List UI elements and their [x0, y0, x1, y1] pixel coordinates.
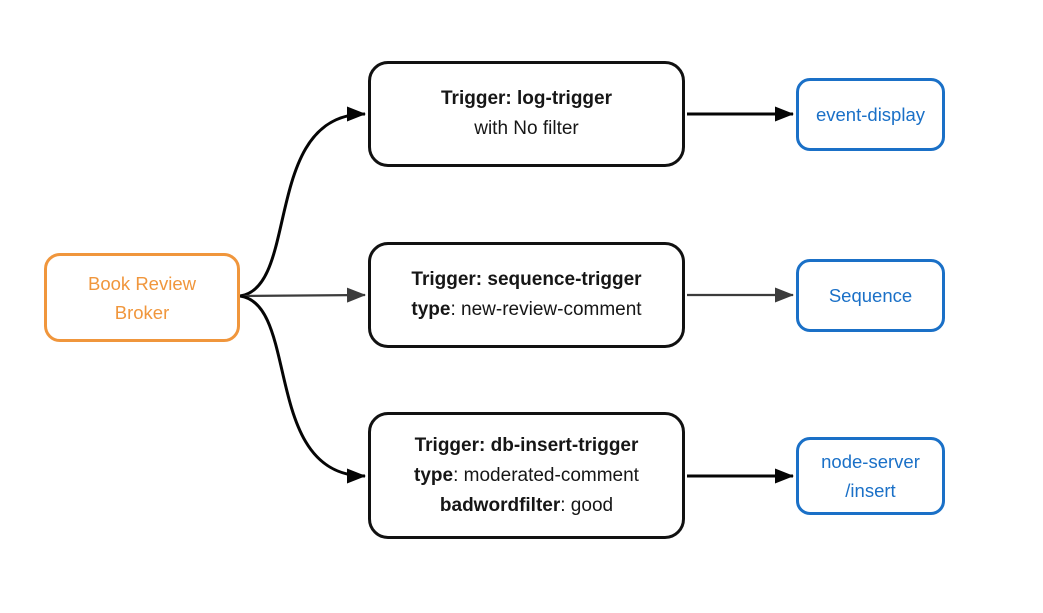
trigger-detail-value: : good [560, 494, 614, 516]
trigger-title: Trigger: db-insert-trigger [414, 434, 639, 456]
broker-label-line1: Book Review [88, 272, 196, 294]
trigger-detail-line: badwordfilter: good [440, 491, 613, 521]
node-sequence-trigger: Trigger: sequence-trigger type: new-revi… [368, 242, 685, 348]
edge-broker-to-db-insert-trigger [239, 294, 366, 484]
trigger-title: Trigger: sequence-trigger [411, 269, 642, 290]
trigger-detail-line: type: new-review-comment [411, 295, 641, 325]
edge-broker-to-log-trigger [239, 106, 366, 298]
sink-label: Sequence [828, 285, 913, 306]
trigger-detail-line: with No filter [474, 114, 579, 144]
node-log-trigger: Trigger: log-trigger with No filter [368, 61, 685, 167]
sink-label-line2: /insert [845, 480, 896, 501]
trigger-title: Trigger: log-trigger [441, 88, 612, 109]
trigger-detail-key: type [414, 464, 454, 486]
sink-label-line1: node-server [821, 451, 920, 472]
trigger-detail-value: : moderated-comment [453, 464, 639, 486]
node-db-insert-trigger: Trigger: db-insert-trigger type: moderat… [368, 412, 685, 539]
trigger-detail-key: type [411, 299, 451, 320]
trigger-detail-value: : new-review-comment [450, 299, 642, 320]
node-broker: Book Review Broker [44, 253, 240, 342]
trigger-detail-line: type: moderated-comment [414, 461, 639, 491]
broker-label-line2: Broker [114, 301, 170, 323]
node-sequence: Sequence [796, 259, 945, 332]
edge-broker-to-sequence-trigger [239, 287, 366, 303]
node-event-display: event-display [796, 78, 945, 151]
trigger-detail-value: with No filter [474, 118, 579, 139]
node-node-server-insert: node-server /insert [796, 437, 945, 515]
sink-label: event-display [815, 104, 925, 125]
trigger-detail-key: badwordfilter [439, 494, 561, 516]
